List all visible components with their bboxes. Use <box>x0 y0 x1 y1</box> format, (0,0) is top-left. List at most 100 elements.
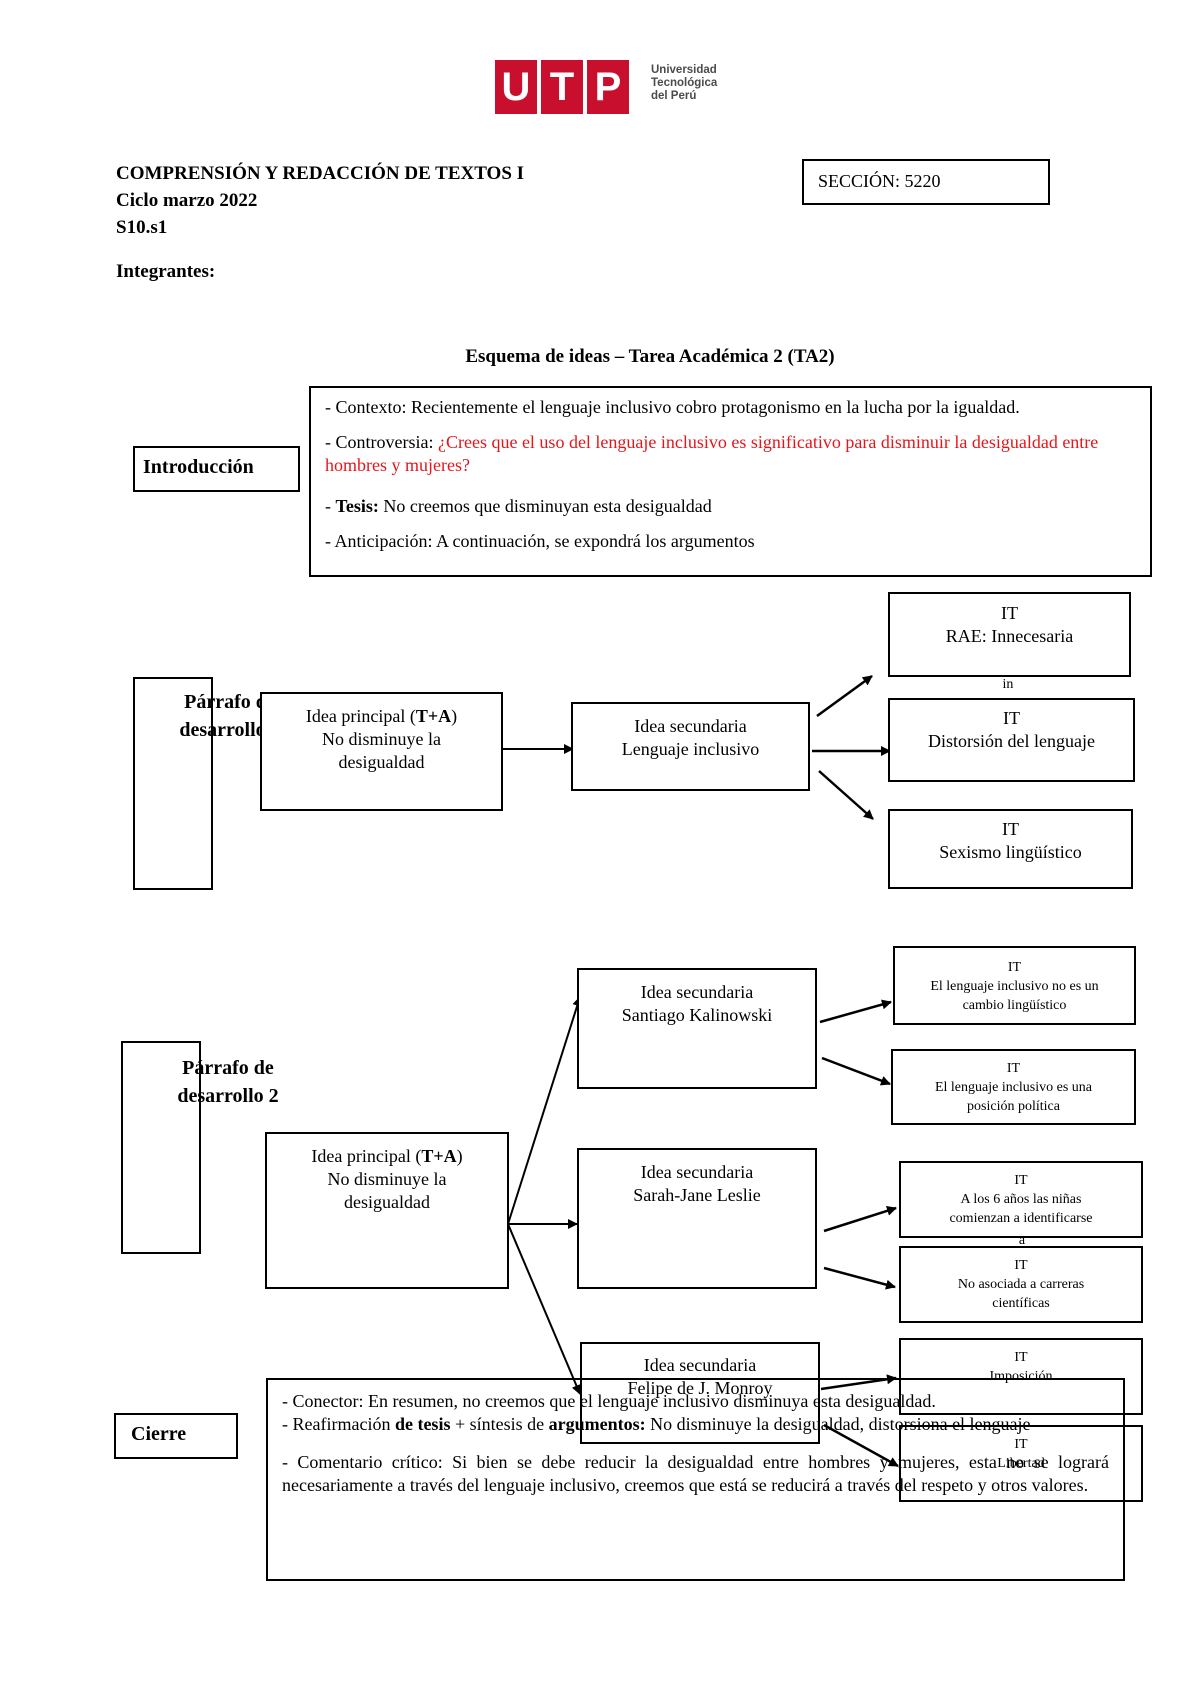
p2-it1-line1: IT <box>1007 960 1022 975</box>
thesis-label: Tesis: <box>335 496 379 516</box>
p2-label-line1: Párrafo de <box>182 1057 274 1079</box>
p2-it2-line2: El lenguaje inclusivo es una <box>934 1080 1093 1095</box>
logo-name-line: Universidad <box>651 64 717 76</box>
p2-it2-box: IT El lenguaje inclusivo es una posición… <box>891 1049 1136 1125</box>
p2-main-line2: No disminuye la <box>327 1169 447 1189</box>
p1-it2-line1: IT <box>1003 708 1020 728</box>
intro-thesis: - Tesis: No creemos que disminuyan esta … <box>325 495 1136 518</box>
p2-arrow-to-it1 <box>819 999 892 1024</box>
intro-controversy: - Controversia: ¿Crees que el uso del le… <box>325 431 1136 477</box>
p2-sec3-line1: Idea secundaria <box>643 1355 757 1375</box>
closing-comment: - Comentario crítico: Si bien se debe re… <box>282 1452 1109 1495</box>
intro-label: Introducción <box>143 456 254 478</box>
p1-it3-box: IT Sexismo lingüístico <box>888 809 1133 889</box>
p1-it2-line2: Distorsión del lenguaje <box>928 731 1095 751</box>
p1-main-suffix: ) <box>451 706 458 726</box>
closing-label: Cierre <box>131 1423 187 1445</box>
p2-sec3-line2: Felipe de J. Monroy <box>627 1378 773 1398</box>
p2-it5-box: IT Imposición <box>899 1338 1143 1415</box>
p1-it1-box: IT RAE: Innecesaria <box>888 592 1131 677</box>
p2-it5-line1: IT <box>1014 1350 1028 1365</box>
p1-sec-line2: Lenguaje inclusivo <box>621 739 760 759</box>
intro-context: - Contexto: Recientemente el lenguaje in… <box>325 397 1020 417</box>
p2-arrow-to-it2 <box>821 1056 891 1086</box>
logo-letter-p: P <box>587 60 629 114</box>
p1-it1-line2: RAE: Innecesaria <box>945 626 1074 646</box>
p2-label-line2: desarrollo 2 <box>177 1085 279 1107</box>
intro-anticipation: - Anticipación: A continuación, se expon… <box>325 531 755 551</box>
thesis-dash: - <box>325 496 336 516</box>
p2-it6-line1: IT <box>1014 1437 1028 1452</box>
p2-sec2-box: Idea secundaria Sarah-Jane Leslie <box>577 1148 817 1289</box>
p2-sec1-box: Idea secundaria Santiago Kalinowski <box>577 968 817 1089</box>
p1-label-frame <box>133 677 213 890</box>
p2-it4-box: IT No asociada a carreras científicas <box>899 1246 1143 1323</box>
p2-arrow-to-sec1 <box>507 996 583 1225</box>
p1-arrow-to-it3 <box>818 770 874 820</box>
reaffirm-mid: + síntesis de <box>450 1414 549 1434</box>
p1-label-line2: desarrollo 1 <box>179 719 281 741</box>
p2-it5-line2: Imposición <box>989 1369 1053 1384</box>
section-box: SECCIÓN: 5220 <box>802 159 1050 205</box>
p2-main-prefix: Idea principal ( <box>311 1146 422 1166</box>
thesis-text: No creemos que disminuyan esta desiguald… <box>378 496 712 516</box>
p2-it2-line3: posición política <box>967 1099 1060 1114</box>
p2-main-line1: Idea principal (T+A) <box>267 1145 507 1168</box>
p2-it6-line2: Libertad <box>997 1456 1045 1471</box>
p1-main-line1: Idea principal (T+A) <box>262 705 501 728</box>
p2-sec1-line2: Santiago Kalinowski <box>621 1005 773 1025</box>
p2-it4-line3: científicas <box>992 1296 1050 1311</box>
controversy-question: ¿Crees que el uso del lenguaje inclusivo… <box>325 432 1099 475</box>
session-label: S10.s1 <box>116 217 168 238</box>
section-text: SECCIÓN: 5220 <box>818 171 941 191</box>
logo-name-line: Tecnológica <box>651 77 718 89</box>
p1-it2-box: IT Distorsión del lenguaje <box>888 698 1135 782</box>
closing-connector: - Conector: En resumen, no creemos que e… <box>282 1391 936 1411</box>
p2-sec2-line1: Idea secundaria <box>640 1162 754 1182</box>
p2-main-line3: desigualdad <box>344 1192 430 1212</box>
p2-it3-line3: comienzan a identificarse <box>949 1211 1093 1226</box>
p2-sec2-line2: Sarah-Jane Leslie <box>633 1185 761 1205</box>
p2-it1-box: IT El lenguaje inclusivo no es un cambio… <box>893 946 1136 1025</box>
reaffirm-thesis: de tesis <box>394 1414 451 1434</box>
p1-main-idea: Idea principal (T+A) No disminuye la des… <box>260 692 503 811</box>
p1-secondary-idea: Idea secundaria Lenguaje inclusivo <box>571 702 810 791</box>
page-title: Esquema de ideas – Tarea Académica 2 (TA… <box>465 346 835 367</box>
p1-label: Párrafo de desarrollo 1 <box>165 688 295 744</box>
p2-arrow-to-it4 <box>823 1266 896 1290</box>
p2-sec1-line1: Idea secundaria <box>640 982 754 1002</box>
p2-label-frame <box>121 1041 201 1254</box>
controversy-label: - Controversia: <box>325 432 434 452</box>
members-label: Integrantes: <box>116 261 216 282</box>
p2-main-bold: T+A <box>421 1146 457 1166</box>
intro-box: - Contexto: Recientemente el lenguaje in… <box>309 386 1152 577</box>
closing-label-box: Cierre <box>114 1413 238 1459</box>
p2-it3-line2: A los 6 años las niñas <box>960 1192 1082 1207</box>
reaffirm-prefix: - Reafirmación <box>282 1414 395 1434</box>
p2-main-suffix: ) <box>456 1146 463 1166</box>
course-title: COMPRENSIÓN Y REDACCIÓN DE TEXTOS I <box>116 163 525 184</box>
closing-reaffirmation: - Reafirmación de tesis + síntesis de ar… <box>282 1413 1109 1436</box>
p2-arrow-to-it3 <box>823 1205 897 1233</box>
cycle-label: Ciclo marzo 2022 <box>116 190 258 211</box>
p2-arrow-to-sec3 <box>507 1223 582 1395</box>
p1-main-prefix: Idea principal ( <box>305 706 416 726</box>
p1-label-line1: Párrafo de <box>184 691 276 713</box>
p2-it1-line3: cambio lingüístico <box>962 998 1067 1013</box>
p2-arrow-to-it6 <box>823 1423 899 1468</box>
p2-it1-line2: El lenguaje inclusivo no es un <box>930 979 1099 994</box>
p1-it1-overflow: in <box>1002 677 1014 692</box>
p1-main-bold: T+A <box>415 706 452 726</box>
p2-it6-box: IT Libertad <box>899 1425 1143 1502</box>
reaffirm-arguments: argumentos: <box>548 1414 646 1434</box>
intro-label-box: Introducción <box>133 446 300 492</box>
logo-letter-u: U <box>495 60 537 114</box>
document-header: COMPRENSIÓN Y REDACCIÓN DE TEXTOS I Cicl… <box>116 160 524 285</box>
logo-university-name: Universidad Tecnológica del Perú <box>651 64 717 103</box>
closing-box: - Conector: En resumen, no creemos que e… <box>266 1378 1125 1581</box>
p2-label: Párrafo de desarrollo 2 <box>158 1054 298 1110</box>
p2-it3-overflow: a <box>1018 1233 1026 1248</box>
p2-sec3-box: Idea secundaria Felipe de J. Monroy <box>580 1342 820 1444</box>
reaffirm-text: No disminuye la desigualdad, distorsiona… <box>645 1414 1031 1434</box>
